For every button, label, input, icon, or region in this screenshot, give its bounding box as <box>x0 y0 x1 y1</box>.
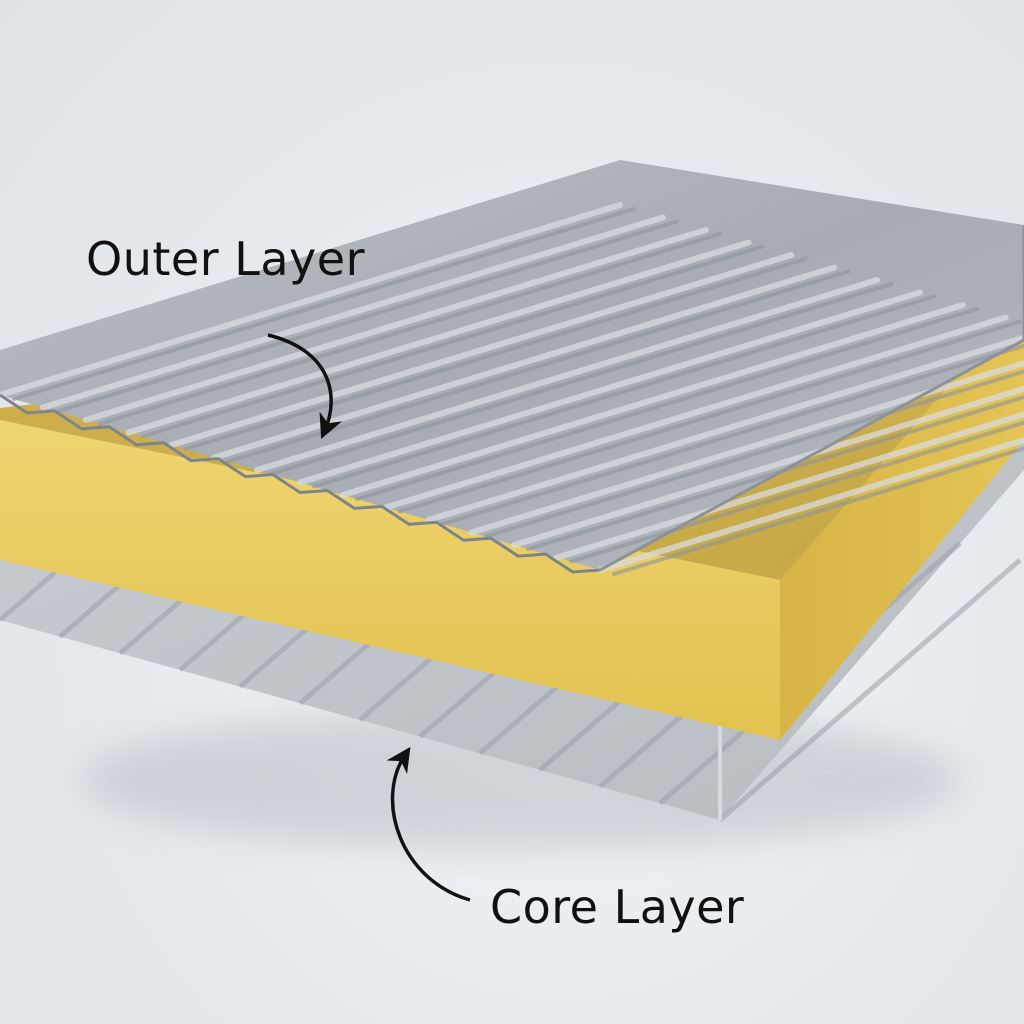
outer-layer-label: Outer Layer <box>86 236 365 282</box>
core-layer-label: Core Layer <box>490 884 744 930</box>
